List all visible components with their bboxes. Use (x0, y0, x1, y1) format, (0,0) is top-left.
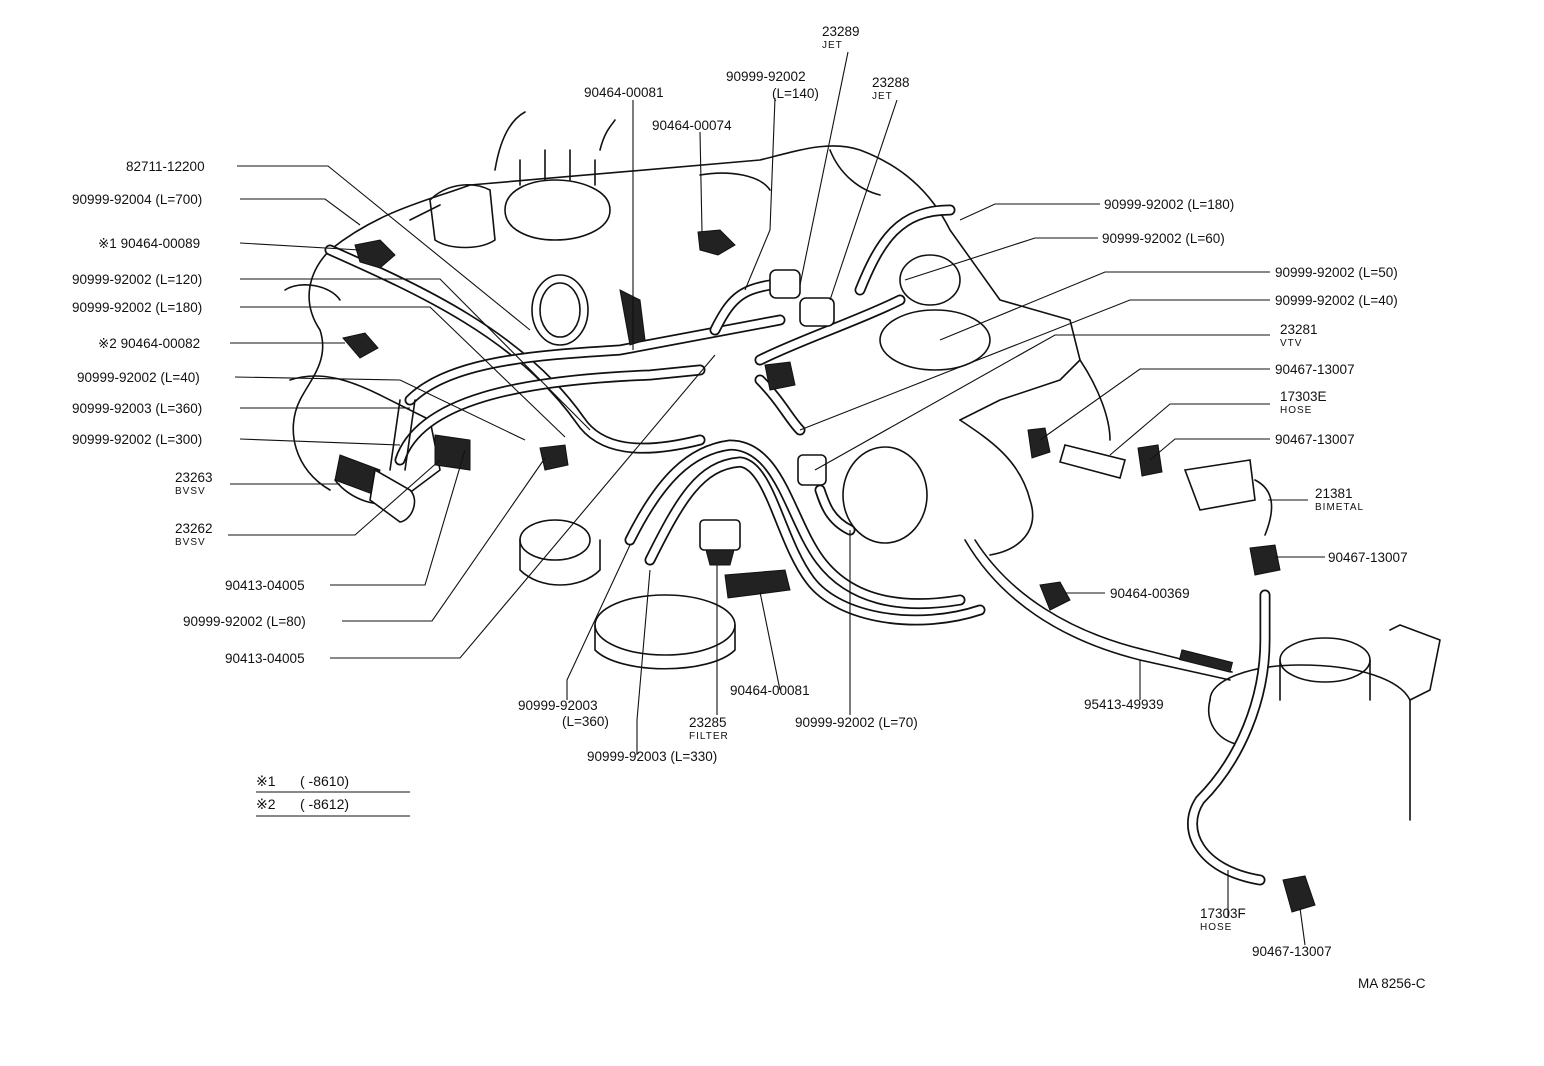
part-label: 90999-92003 (L=360) (72, 401, 202, 416)
jet-23288-icon (799, 297, 835, 327)
part-label: 90999-92002 (L=120) (72, 272, 202, 287)
clamp-90464-00074-icon (697, 229, 736, 256)
filter-icon (699, 519, 741, 551)
part-label: 90467-13007 (1275, 432, 1355, 447)
part-label: 90999-92003 (518, 698, 598, 713)
clamp-90464-00089-icon (354, 239, 396, 269)
clip-90467-13007-c-icon (1249, 544, 1281, 576)
part-label: 23289 (822, 24, 860, 39)
part-label: ※1 90464-00089 (98, 236, 200, 251)
drawing-code: MA 8256-C (1358, 976, 1426, 991)
part-label: 17303E (1280, 389, 1327, 404)
part-sublabel: HOSE (1280, 405, 1312, 416)
part-label: 23262 (175, 521, 213, 536)
part-sublabel: BIMETAL (1315, 502, 1364, 513)
part-sublabel: HOSE (1200, 922, 1232, 933)
part-sublabel: FILTER (689, 731, 729, 742)
clip-90467-13007-a-icon (1027, 427, 1051, 459)
part-label: 23288 (872, 75, 910, 90)
part-label: 90999-92002 (L=60) (1102, 231, 1225, 246)
part-label: 90999-92002 (L=40) (1275, 293, 1398, 308)
part-label: ※2 90464-00082 (98, 336, 200, 351)
part-label: 90464-00074 (652, 118, 732, 133)
part-sublabel: BVSV (175, 486, 206, 497)
footnote-range: ( -8612) (300, 796, 349, 812)
clamp-90464-00082-icon (342, 332, 379, 359)
part-label: 82711-12200 (126, 159, 205, 174)
clip-90467-13007-d-icon (1282, 875, 1316, 913)
clamp-90464-00369-icon (1039, 581, 1071, 611)
hose-95413-icon (1178, 649, 1234, 673)
part-label: 90999-92002 (L=80) (183, 614, 306, 629)
part-label: 90464-00081 (584, 85, 664, 100)
part-label: 90464-00369 (1110, 586, 1190, 601)
part-label: 90999-92002 (L=180) (72, 300, 202, 315)
part-sublabel: (L=360) (562, 714, 609, 729)
part-sublabel: JET (872, 91, 893, 102)
vtv-icon (797, 454, 827, 486)
part-label: 23285 (689, 715, 727, 730)
vacuum-hoses (324, 204, 1271, 886)
part-label: 90413-04005 (225, 651, 305, 666)
part-label: 90467-13007 (1275, 362, 1355, 377)
part-label: 23263 (175, 470, 213, 485)
part-sublabel: VTV (1280, 338, 1302, 349)
jet-23289-icon (769, 269, 801, 299)
part-label: 90999-92002 (L=300) (72, 432, 202, 447)
part-label: 21381 (1315, 486, 1353, 501)
footnote-range: ( -8610) (300, 773, 349, 789)
part-label: 90999-92002 (L=50) (1275, 265, 1398, 280)
part-label: 23281 (1280, 322, 1318, 337)
part-sublabel: BVSV (175, 537, 206, 548)
part-label: 17303F (1200, 906, 1246, 921)
clamp-90464-00081-bottom-icon (724, 569, 791, 599)
clip-90467-13007-b-icon (1137, 444, 1163, 477)
leader-lines (228, 51, 1325, 946)
part-label: 95413-49939 (1084, 697, 1164, 712)
part-label: 90999-92002 (L=180) (1104, 197, 1234, 212)
part-label: 90467-13007 (1328, 550, 1408, 565)
part-sublabel: (L=140) (772, 86, 819, 101)
part-label: 90999-92004 (L=700) (72, 192, 202, 207)
part-label: 90467-13007 (1252, 944, 1332, 959)
part-label: 90999-92002 (L=40) (77, 370, 200, 385)
part-label: 90413-04005 (225, 578, 305, 593)
part-labels: 23289 JET 90999-92002 (L=140) 23288 JET … (72, 24, 1408, 959)
part-label: 90999-92002 (726, 69, 806, 84)
footnote-mark: ※1 (256, 773, 276, 789)
part-sublabel: JET (822, 40, 843, 51)
footnote-legend: ※1 ( -8610) ※2 ( -8612) (256, 773, 410, 817)
part-label: 90999-92003 (L=330) (587, 749, 717, 764)
part-label: 90999-92002 (L=70) (795, 715, 918, 730)
part-label: 90464-00081 (730, 683, 810, 698)
footnote-mark: ※2 (256, 796, 276, 812)
